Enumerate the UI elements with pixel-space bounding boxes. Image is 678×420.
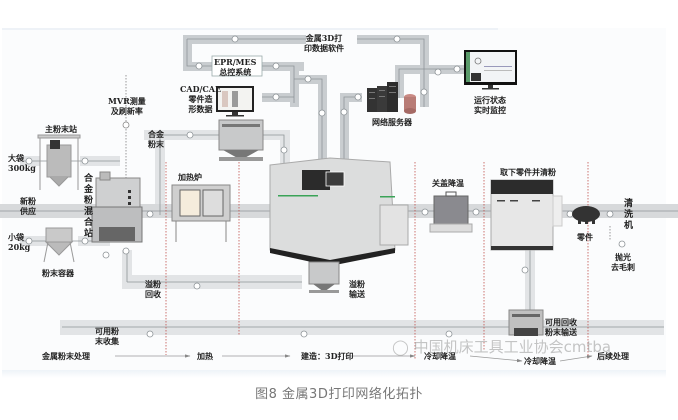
stage-build-3d-print: 建造：3D打印 xyxy=(301,351,354,361)
powder-container-icon xyxy=(43,227,75,263)
label-powder-container: 粉末容器 xyxy=(42,268,74,278)
alloy-mix-station-icon xyxy=(91,171,143,243)
alloy-powder-hopper-icon xyxy=(218,119,264,161)
stage-cooling-2: 冷却降温 xyxy=(524,356,556,366)
label-remove-parts: 取下零件并清粉 xyxy=(500,167,556,177)
label-overflow-transport: 溢粉 输送 xyxy=(349,279,365,299)
process-flow-arrows xyxy=(115,354,593,363)
label-cleaning-machine: 清洗机 xyxy=(624,199,634,231)
part-icon xyxy=(572,206,600,224)
label-small-bag: 小袋 20kg xyxy=(8,232,31,252)
label-alloy-mix-station: 合金粉混合站 xyxy=(84,174,94,239)
label-mvr: MVR测量 及刷新率 xyxy=(108,96,146,116)
depowdering-station-icon xyxy=(490,179,563,251)
panel-top-border xyxy=(2,28,498,30)
network-server-icon xyxy=(367,82,416,114)
label-epr-mes: EPR/MES 总控系统 xyxy=(214,57,257,77)
watermark: ◯ 中国机床工具工业协会cmtba xyxy=(392,336,611,357)
furnace-icon xyxy=(171,184,231,242)
label-main-powder-station: 主粉末站 xyxy=(45,124,77,134)
epr-mes-box xyxy=(211,55,263,77)
stage-powder-processing: 金属粉末处理 xyxy=(42,351,90,361)
label-big-bag: 大袋 300kg xyxy=(8,153,36,173)
watermark-text: 中国机床工具工业协会cmtba xyxy=(413,338,612,356)
label-alloy-powder: 合金 粉末 xyxy=(148,129,164,149)
stage-post-processing: 后续处理 xyxy=(597,351,629,361)
label-polish-deburr: 抛光 去毛刺 xyxy=(611,252,635,272)
label-network-server: 网络服务器 xyxy=(372,117,412,127)
monitoring-screen-icon xyxy=(464,50,517,90)
stage-heating: 加热 xyxy=(197,351,213,361)
label-cad-cae: CAD/CAE 零件造 形数据 xyxy=(180,84,222,114)
label-recycle-transport: 可用回收 粉末输送 xyxy=(545,317,577,337)
data-network-nodes xyxy=(195,35,461,117)
label-printing-software: 金属3D打 印数据软件 xyxy=(304,33,344,53)
label-lid-cooling: 关盖降温 xyxy=(432,178,464,188)
stage-dividers xyxy=(165,162,589,360)
label-realtime-monitor: 运行状态 实时监控 xyxy=(474,95,506,115)
cad-monitor-icon xyxy=(216,86,254,117)
recycle-hopper-icon xyxy=(508,309,544,336)
label-furnace: 加热炉 xyxy=(178,172,202,182)
label-new-powder-supply: 新粉 供应 xyxy=(20,196,36,216)
wechat-icon: ◯ xyxy=(392,338,409,356)
label-part: 零件 xyxy=(577,232,593,242)
panel-bottom-shadow xyxy=(2,370,666,378)
figure-caption: 图8 金属3D打印网络化拓扑 xyxy=(255,387,423,402)
label-overflow-recovery: 溢粉 回收 xyxy=(145,279,161,299)
main-powder-station-icon xyxy=(37,134,81,190)
stage-cooling-1: 冷却降温 xyxy=(424,351,456,361)
metal-3d-printer-icon xyxy=(269,157,409,266)
label-usable-powder-collect: 可用粉 末收集 xyxy=(95,326,119,346)
overflow-transport-hopper-icon xyxy=(308,261,340,293)
lid-cooling-unit-icon xyxy=(429,191,473,233)
diagram-panel xyxy=(2,28,496,375)
powder-pipe-nodes xyxy=(25,131,626,338)
